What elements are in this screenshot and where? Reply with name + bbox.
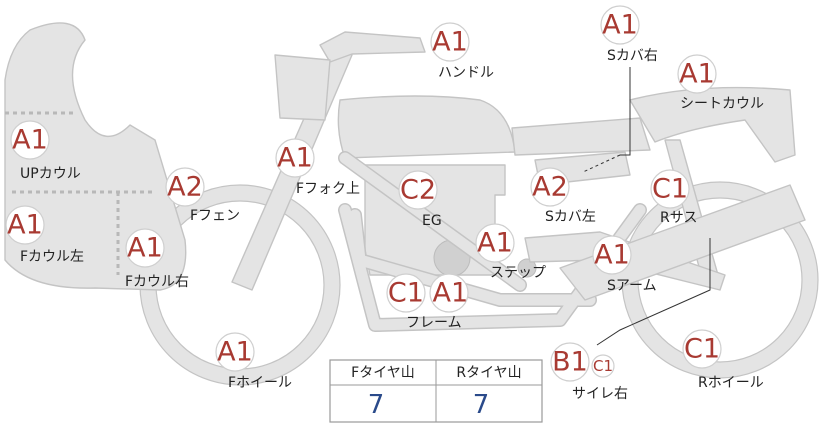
grade-badge-s-cover-r	[600, 5, 640, 45]
grade-badge-extra-silencer-r	[591, 354, 615, 378]
grade-badge-silencer-r	[550, 342, 590, 382]
label-f-cowl-l: Fカウル左	[20, 249, 84, 265]
grade-r-wheel: C1	[684, 334, 720, 365]
callout-step: A1 ステップ	[475, 223, 546, 281]
grade-handle: A1	[432, 27, 468, 58]
grade-badge-f-wheel	[215, 332, 255, 372]
label-silencer-r: サイレ右	[572, 386, 628, 402]
grade-s-cover-l: A2	[532, 172, 568, 203]
label-handle: ハンドル	[438, 65, 494, 81]
fuel-tank-shape	[337, 95, 516, 159]
callouts: A1ハンドルA1Sカバ右A1シートカウルA1UPカウルA1Fフォク上A2Fフェン…	[5, 5, 764, 402]
grade-s-cover-r: A1	[602, 10, 638, 41]
grade-f-cowl-r: A1	[127, 233, 163, 264]
grade-badge-s-cover-l	[530, 167, 570, 207]
callout-seat-cowl: A1 シートカウル	[677, 54, 764, 112]
grade-seat-cowl: A1	[679, 59, 715, 90]
label-frame: フレーム	[406, 315, 462, 331]
grade-r-sus: C1	[652, 174, 688, 205]
grade-badge-seat-cowl	[677, 54, 717, 94]
motorcycle-silhouette	[4, 22, 819, 386]
label-f-fork-upper: Fフォク上	[296, 181, 360, 197]
grade-up-cowl: A1	[12, 125, 48, 156]
grade-badge-up-cowl	[10, 120, 50, 160]
label-s-arm: Sアーム	[607, 278, 657, 294]
grade-badge-r-sus	[650, 169, 690, 209]
leader-lines	[582, 67, 711, 346]
grade-f-wheel: A1	[217, 337, 253, 368]
grade-badge-frame-1	[429, 273, 469, 313]
label-f-fender: Fフェン	[190, 208, 240, 224]
front-tire-tread-header: Fタイヤ山	[351, 365, 415, 381]
label-s-cover-l: Sカバ左	[545, 209, 596, 225]
label-f-cowl-r: Fカウル右	[125, 274, 189, 290]
grade-badge-f-cowl-r	[125, 228, 165, 268]
grade-f-fender: A2	[167, 172, 203, 203]
seat-shape	[511, 117, 651, 156]
grade-f-fork-upper: A1	[277, 143, 313, 174]
label-step: ステップ	[490, 265, 546, 281]
handlebar-shape	[319, 31, 426, 63]
callout-silencer-r: B1 C1 サイレ右	[550, 342, 628, 402]
callout-handle: A1 ハンドル	[430, 22, 494, 81]
grade-badge-f-fork-upper	[275, 138, 315, 178]
grade-badge-r-wheel	[682, 329, 722, 369]
label-up-cowl: UPカウル	[20, 166, 81, 182]
grade-step: A1	[477, 228, 513, 259]
grade-badge-f-cowl-l	[5, 205, 45, 245]
grade-eg: C2	[400, 175, 436, 206]
grade-badge-handle	[430, 22, 470, 62]
callout-frame: C1 A1 フレーム	[386, 273, 469, 331]
grade-badge-frame-0	[386, 273, 426, 313]
grade-badge-step	[475, 223, 515, 263]
label-s-cover-r: Sカバ右	[607, 48, 658, 64]
tire-table: Fタイヤ山 Rタイヤ山 7 7	[329, 359, 543, 423]
grade-frame: C1 A1	[388, 278, 468, 309]
label-seat-cowl: シートカウル	[680, 96, 764, 112]
grade-badge-s-arm	[592, 235, 632, 275]
grade-extra-silencer-r: C1	[593, 357, 613, 375]
label-r-wheel: Rホイール	[698, 375, 764, 391]
grade-f-cowl-l: A1	[7, 210, 43, 241]
grade-silencer-r: B1	[552, 347, 588, 378]
grade-s-arm: A1	[594, 240, 630, 271]
seat-cowl-shape	[629, 86, 796, 163]
front-tire-tread-value: 7	[368, 390, 385, 420]
label-f-wheel: Fホイール	[228, 375, 292, 391]
rear-tire-tread-header: Rタイヤ山	[456, 365, 521, 381]
label-r-sus: Rサス	[660, 210, 697, 226]
grade-badge-f-fender	[165, 167, 205, 207]
rear-tire-tread-value: 7	[473, 390, 490, 420]
grade-badge-eg	[398, 170, 438, 210]
label-eg: EG	[422, 213, 442, 229]
